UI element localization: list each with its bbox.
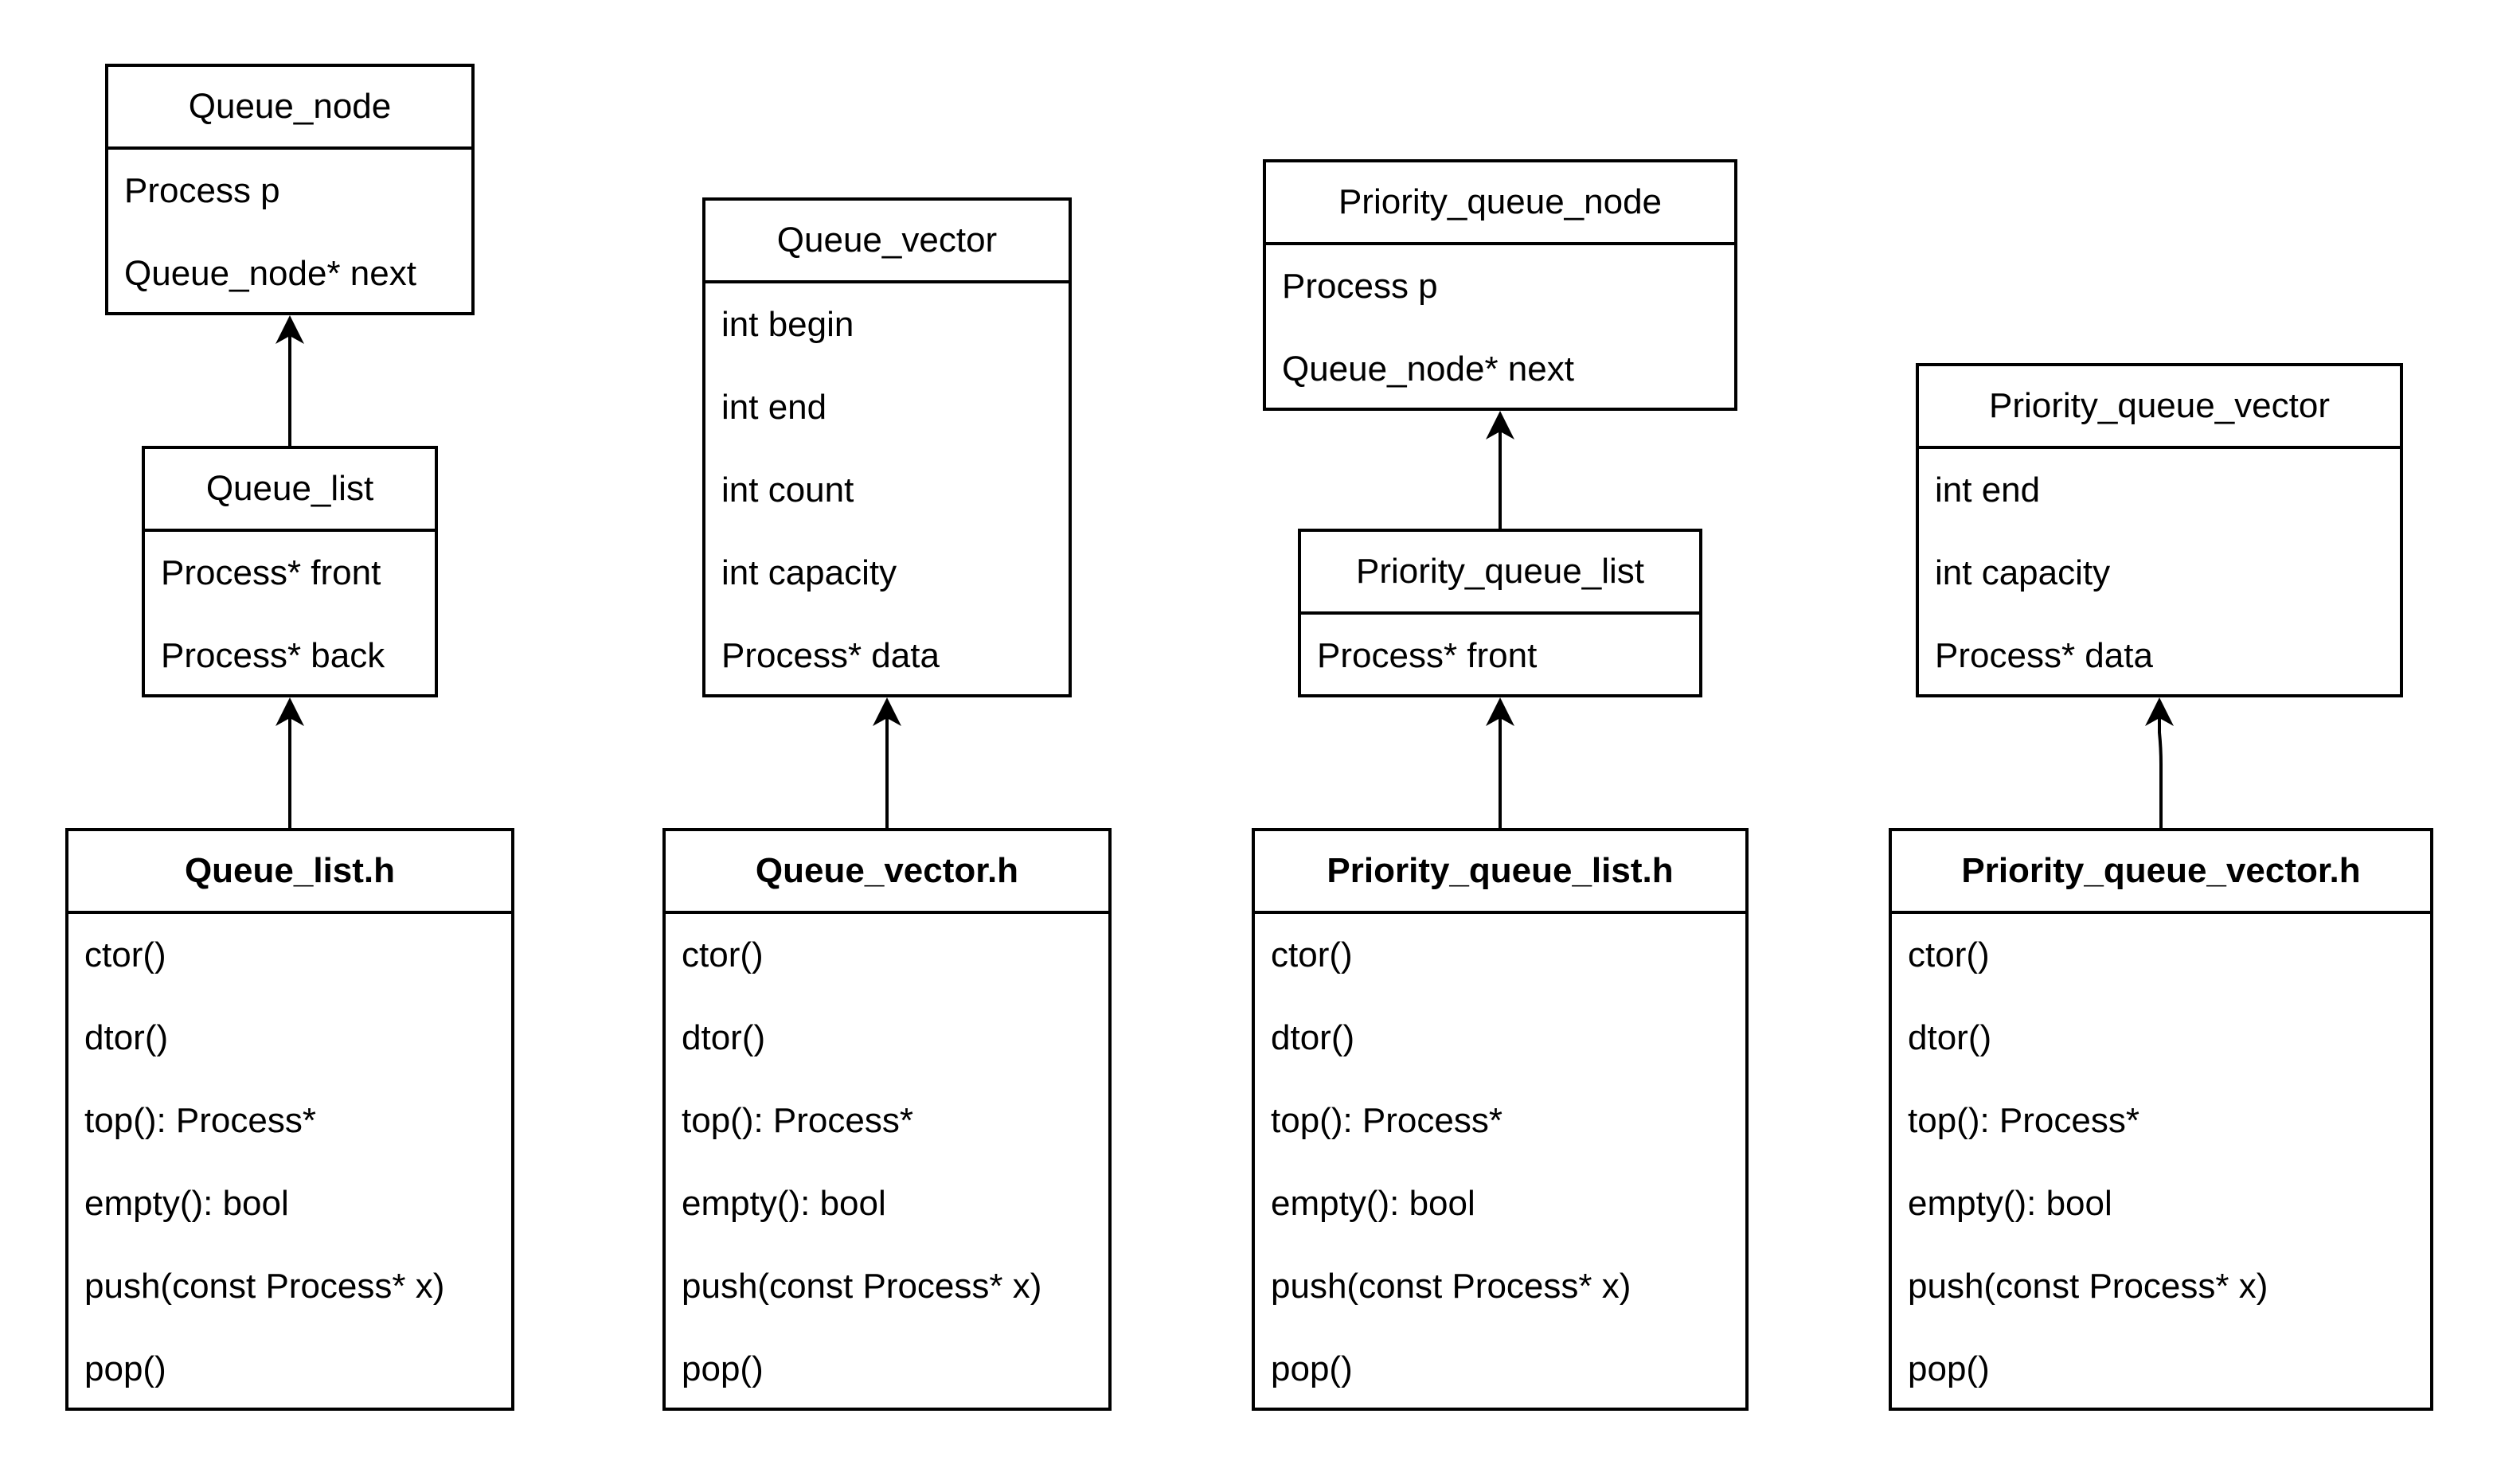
class-name: Priority_queue_list.h (1255, 831, 1745, 914)
class-queue-vector-h[interactable]: Queue_vector.h ctor() dtor() top(): Proc… (662, 828, 1112, 1411)
method: ctor() (84, 935, 166, 974)
class-name: Queue_list.h (68, 831, 511, 914)
field: int capacity (1935, 553, 2111, 592)
field: Process* front (1317, 636, 1538, 675)
method: top(): Process* (682, 1101, 913, 1140)
class-name: Queue_list (145, 449, 435, 532)
field: Process* back (161, 636, 385, 675)
field: Process p (1282, 267, 1438, 306)
arrowhead (1486, 697, 1514, 726)
method: push(const Process* x) (84, 1267, 445, 1306)
arrowhead (275, 315, 304, 344)
field: Process* data (721, 636, 940, 675)
method: empty(): bool (1908, 1184, 2112, 1223)
arrowhead (873, 697, 901, 726)
method: ctor() (682, 935, 764, 974)
field: Process* data (1935, 636, 2153, 675)
method: top(): Process* (1271, 1101, 1502, 1140)
method: pop() (682, 1349, 764, 1388)
method: top(): Process* (84, 1101, 316, 1140)
method: dtor() (1271, 1018, 1355, 1057)
field: Process p (124, 171, 280, 210)
class-name: Priority_queue_vector (1919, 366, 2400, 449)
class-name: Priority_queue_vector.h (1892, 831, 2430, 914)
class-name: Queue_vector (705, 201, 1069, 283)
method: push(const Process* x) (1271, 1267, 1631, 1306)
class-name: Queue_vector.h (666, 831, 1108, 914)
arrow-priority-queue-vector-h-to-vector (2158, 701, 2163, 828)
field: int capacity (721, 553, 897, 592)
field: Process* front (161, 553, 381, 592)
arrowhead (1486, 411, 1514, 439)
method: push(const Process* x) (682, 1267, 1042, 1306)
field: Queue_node* next (124, 254, 416, 293)
method: empty(): bool (682, 1184, 886, 1223)
arrowhead (2145, 697, 2174, 726)
field: int end (721, 388, 827, 427)
class-queue-list[interactable]: Queue_list Process* front Process* back (142, 446, 438, 697)
method: empty(): bool (84, 1184, 289, 1223)
method: dtor() (682, 1018, 766, 1057)
field: int end (1935, 471, 2041, 510)
field: int begin (721, 305, 854, 344)
method: pop() (84, 1349, 166, 1388)
arrowhead (275, 697, 304, 726)
field: Queue_node* next (1282, 350, 1574, 389)
method: ctor() (1271, 935, 1353, 974)
class-name: Priority_queue_node (1266, 162, 1734, 245)
field: int count (721, 471, 854, 510)
method: dtor() (84, 1018, 169, 1057)
method: pop() (1908, 1349, 1990, 1388)
class-priority-queue-node[interactable]: Priority_queue_node Process p Queue_node… (1263, 159, 1737, 411)
method: ctor() (1908, 935, 1990, 974)
class-priority-queue-vector-h[interactable]: Priority_queue_vector.h ctor() dtor() to… (1889, 828, 2433, 1411)
method: empty(): bool (1271, 1184, 1475, 1223)
class-queue-list-h[interactable]: Queue_list.h ctor() dtor() top(): Proces… (65, 828, 514, 1411)
class-priority-queue-list-h[interactable]: Priority_queue_list.h ctor() dtor() top(… (1252, 828, 1749, 1411)
class-name: Priority_queue_list (1301, 532, 1699, 615)
method: push(const Process* x) (1908, 1267, 2268, 1306)
method: pop() (1271, 1349, 1353, 1388)
class-name: Queue_node (108, 67, 471, 150)
class-queue-node[interactable]: Queue_node Process p Queue_node* next (105, 64, 475, 315)
class-queue-vector[interactable]: Queue_vector int begin int end int count… (702, 197, 1072, 697)
class-priority-queue-list[interactable]: Priority_queue_list Process* front (1298, 529, 1702, 697)
class-priority-queue-vector[interactable]: Priority_queue_vector int end int capaci… (1916, 363, 2403, 697)
method: top(): Process* (1908, 1101, 2139, 1140)
method: dtor() (1908, 1018, 1992, 1057)
